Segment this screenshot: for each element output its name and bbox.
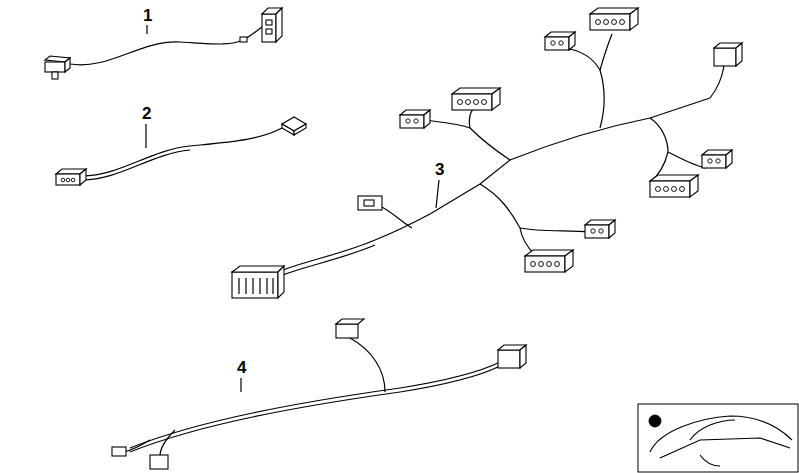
harness-connector: [272, 278, 273, 294]
harness-connector: [232, 8, 742, 298]
car-locator-thumbnail: [638, 404, 798, 472]
car-locator-thumbnail: [660, 438, 790, 458]
harness-connector: [585, 220, 615, 238]
cable-part-4: [124, 440, 150, 452]
wire-harness-part-3: [668, 152, 706, 168]
callout-number: 1: [141, 6, 154, 25]
leader-line: [146, 24, 439, 392]
wire-harness-part-3: [520, 228, 590, 232]
cable-part-2: [56, 174, 80, 185]
harness-connector: [232, 266, 284, 298]
leader-line: [145, 124, 146, 148]
harness-connector: [736, 43, 742, 66]
harness-connector: [400, 110, 430, 128]
callout-number: 2: [140, 104, 153, 123]
cable-part-2: [71, 178, 75, 182]
leader-line: [240, 378, 241, 392]
harness-connector: [702, 150, 732, 168]
cable-part-1: [266, 20, 272, 25]
wire-harness-part-3: [710, 66, 724, 98]
wire-harness-part-3: [425, 120, 510, 160]
wire-harness-part-3: [380, 206, 412, 228]
cable-part-2: [82, 150, 190, 180]
cable-part-2: [56, 117, 306, 185]
cable-part-4: [112, 319, 526, 469]
cable-part-1: [65, 58, 70, 72]
car-locator-thumbnail: [700, 455, 720, 466]
car-locator-thumbnail: [650, 416, 792, 452]
harness-connector: [278, 266, 284, 298]
harness-connector: [714, 48, 736, 66]
harness-connector: [545, 32, 575, 50]
cable-part-4: [112, 447, 126, 456]
harness-connector: [259, 278, 260, 294]
harness-connector: [358, 196, 382, 210]
cable-part-4: [336, 319, 364, 324]
harness-connector: [525, 250, 573, 272]
wire-harness-part-3: [278, 245, 375, 277]
cable-part-4: [160, 430, 175, 456]
cable-part-4: [336, 324, 358, 338]
harness-connector: [650, 175, 698, 197]
cable-part-1: [52, 72, 58, 79]
cable-part-2: [56, 169, 86, 185]
wire-harness-part-3: [232, 8, 742, 298]
callout-number: 3: [433, 160, 446, 179]
cable-part-2: [80, 169, 86, 185]
cable-part-4: [112, 319, 526, 469]
wire-harness-part-3: [480, 184, 535, 255]
cable-part-1: [45, 56, 70, 79]
wire-harness-part-3: [278, 98, 710, 272]
cable-part-1: [266, 29, 272, 34]
cable-part-1: [45, 8, 282, 79]
wire-harness-part-3: [650, 118, 668, 182]
harness-connector: [266, 278, 267, 294]
cable-part-1: [240, 37, 247, 42]
harness-connector: [245, 278, 246, 294]
cable-part-1: [45, 62, 65, 72]
harness-connector: [232, 266, 284, 272]
wire-harness-part-3: [565, 48, 604, 128]
wire-harness-part-3: [600, 34, 612, 70]
car-locator-thumbnail: [638, 404, 798, 472]
harness-connector: [590, 8, 638, 30]
leader-line: [146, 24, 147, 34]
car-locator-thumbnail: [690, 420, 735, 440]
cable-part-1: [262, 14, 276, 42]
cable-part-4: [150, 455, 168, 469]
harness-connector: [364, 200, 374, 206]
cable-part-2: [282, 117, 306, 135]
cable-part-4: [130, 366, 500, 452]
cable-part-1: [276, 8, 282, 42]
cable-part-1: [70, 40, 243, 65]
car-locator-thumbnail: [649, 415, 661, 427]
harness-connector: [238, 278, 239, 294]
harness-connector: [714, 43, 742, 66]
cable-part-4: [498, 350, 520, 368]
cable-part-1: [262, 8, 282, 42]
cable-part-2: [61, 178, 65, 182]
cable-part-4: [520, 345, 526, 368]
harness-connector: [452, 88, 500, 110]
harness-connector: [232, 272, 278, 298]
harness-connector: [252, 278, 253, 294]
callout-number: 4: [235, 358, 248, 377]
cable-part-2: [294, 124, 306, 135]
leader-line: [436, 180, 439, 208]
cable-part-2: [66, 178, 70, 182]
cable-part-2: [282, 124, 294, 135]
harness-connector: [358, 196, 382, 210]
cable-part-2: [82, 128, 282, 176]
cable-part-4: [350, 338, 385, 392]
